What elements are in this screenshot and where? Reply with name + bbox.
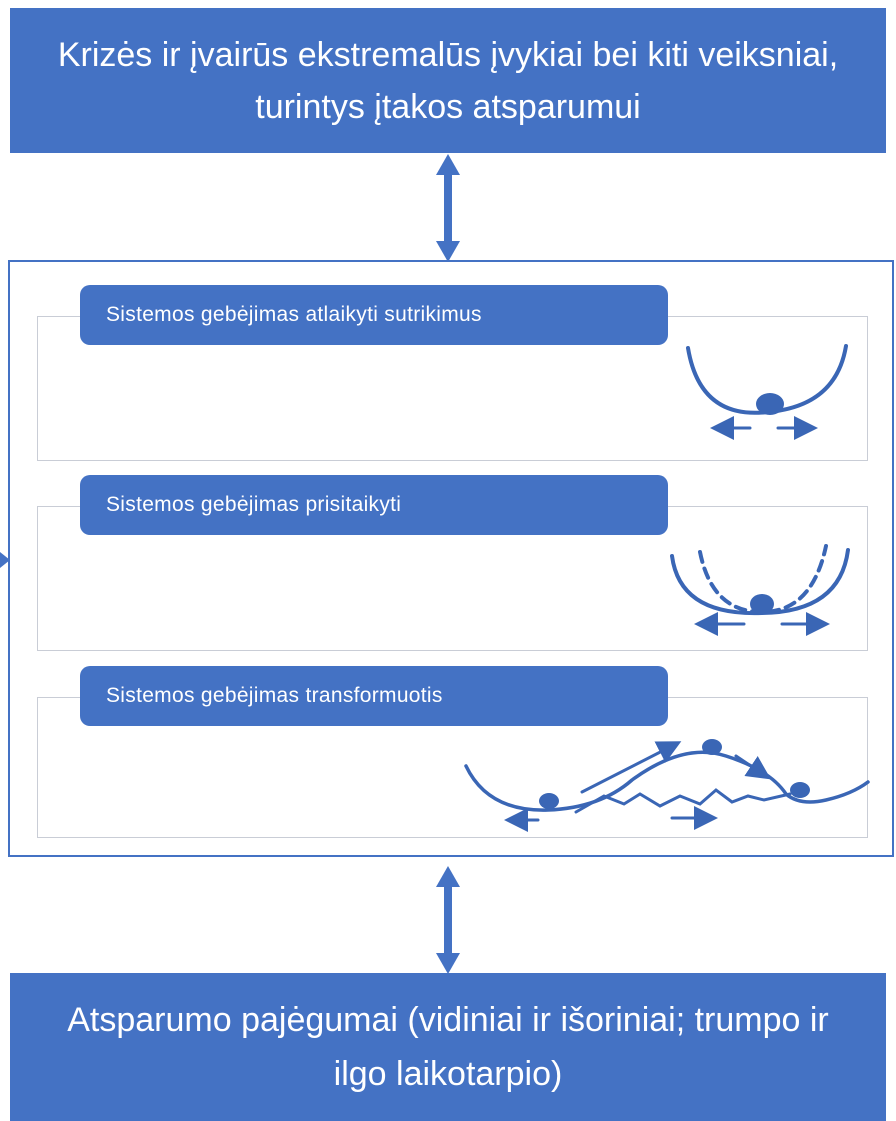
top-banner: Krizės ir įvairūs ekstremalūs įvykiai be… bbox=[10, 8, 886, 153]
adaptive-valley-ball-icon bbox=[670, 544, 850, 636]
stable-valley-ball-icon bbox=[686, 344, 848, 440]
panel-header-withstand: Sistemos gebėjimas atlaikyti sutrikimus bbox=[80, 285, 668, 345]
panel-label-transform: Sistemos gebėjimas transformuotis bbox=[106, 684, 443, 707]
bottom-double-arrow-icon bbox=[436, 866, 460, 974]
bottom-banner-text: Atsparumo pajėgumai (vidiniai ir išorini… bbox=[67, 1001, 829, 1093]
top-double-arrow-icon bbox=[436, 154, 460, 262]
panel-label-adapt: Sistemos gebėjimas prisitaikyti bbox=[106, 493, 402, 516]
resilience-capacities-frame bbox=[8, 260, 894, 857]
transform-landscape-icon bbox=[464, 739, 870, 832]
panel-header-transform: Sistemos gebėjimas transformuotis bbox=[80, 666, 668, 726]
left-arrow-tip-icon bbox=[0, 552, 10, 568]
panel-label-withstand: Sistemos gebėjimas atlaikyti sutrikimus bbox=[106, 303, 482, 326]
panel-header-adapt: Sistemos gebėjimas prisitaikyti bbox=[80, 475, 668, 535]
bottom-banner: Atsparumo pajėgumai (vidiniai ir išorini… bbox=[10, 973, 886, 1121]
top-banner-text: Krizės ir įvairūs ekstremalūs įvykiai be… bbox=[57, 35, 839, 126]
